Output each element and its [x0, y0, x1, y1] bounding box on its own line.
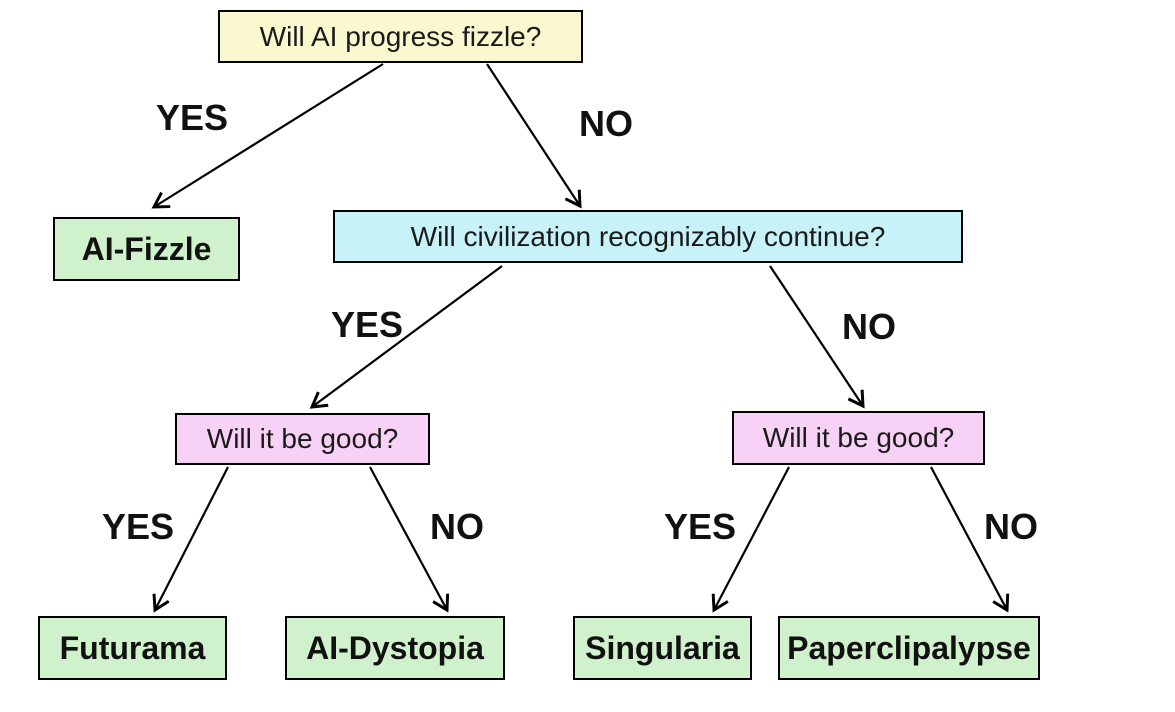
- edge-good-left-to-ai-dystopia-arrow: [369, 466, 450, 613]
- edge-civilization-to-good-left-arrow: [309, 265, 503, 409]
- edge-root-to-ai-fizzle-arrow: [151, 63, 384, 209]
- edge-good-right-to-paperclipalypse-arrow: [930, 466, 1010, 613]
- edge-good-left-to-futurama-arrow: [152, 466, 229, 613]
- node-singularia: Singularia: [573, 616, 752, 680]
- edge-root-to-civilization-arrow: [486, 63, 582, 209]
- edge-label-no-good-right: NO: [984, 506, 1038, 547]
- node-will-civilization-recognizably-continue: Will civilization recognizably continue?: [333, 210, 963, 263]
- edge-label-yes-root-left: YES: [155, 97, 229, 138]
- node-will-ai-progress-fizzle: Will AI progress fizzle?: [218, 10, 583, 63]
- edge-label-no-civilization-right: NO: [842, 306, 896, 347]
- node-ai-fizzle: AI-Fizzle: [53, 217, 240, 281]
- node-futurama: Futurama: [38, 616, 227, 680]
- node-ai-dystopia: AI-Dystopia: [285, 616, 505, 680]
- edge-label-yes-good-right: YES: [663, 506, 737, 547]
- node-will-it-be-good-right: Will it be good?: [732, 411, 985, 465]
- node-paperclipalypse: Paperclipalypse: [778, 616, 1040, 680]
- edge-civilization-to-good-right-arrow: [769, 265, 865, 409]
- edge-label-no-root-right: NO: [579, 103, 633, 144]
- edge-label-yes-civilization-left: YES: [330, 304, 404, 345]
- edge-label-yes-good-left: YES: [101, 506, 175, 547]
- edge-label-no-good-left: NO: [430, 506, 484, 547]
- node-will-it-be-good-left: Will it be good?: [175, 413, 430, 465]
- edge-good-right-to-singularia-arrow: [711, 466, 790, 613]
